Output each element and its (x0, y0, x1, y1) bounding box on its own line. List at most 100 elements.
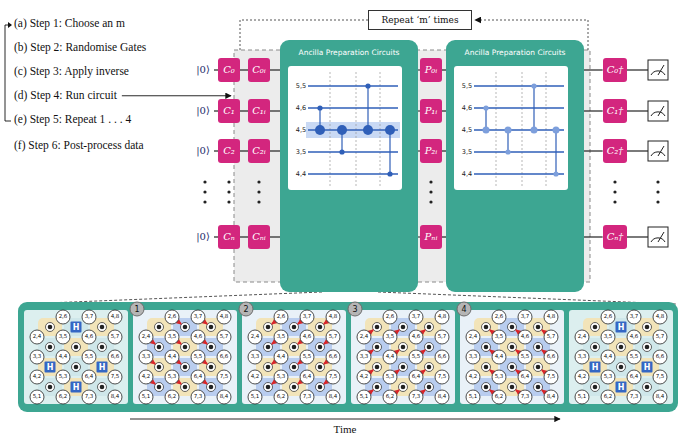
control-dot (483, 105, 488, 110)
circuit-wire (308, 85, 398, 86)
lattice-frame (569, 310, 673, 404)
qubit-label: 4,4 (495, 354, 504, 360)
ancilla-qubit (617, 363, 626, 372)
qubit-label: 3,3 (578, 354, 587, 360)
qubit-label: 4,6 (630, 334, 639, 340)
qubit-label: 4,2 (578, 374, 587, 380)
qubit-label: 5,3 (495, 374, 504, 380)
data-qubit (518, 350, 532, 364)
data-qubit (601, 310, 615, 324)
qubit-label: 5,5 (412, 354, 421, 360)
ellipsis-dot (656, 200, 659, 203)
data-qubit (601, 350, 615, 364)
qubit-label: 4,2 (251, 374, 260, 380)
ancilla-qubit (373, 383, 382, 392)
data-qubit (601, 330, 615, 344)
ancilla-dot (157, 325, 162, 330)
qubit-label: 3,5 (604, 334, 613, 340)
ancilla-qubit (316, 363, 325, 372)
cnot-arrow (542, 390, 545, 393)
ancilla-qubit (425, 383, 434, 392)
data-qubit (409, 370, 423, 384)
data-qubit (518, 390, 532, 404)
cnot-arrow (422, 330, 425, 333)
qubit-label: 6,2 (495, 394, 504, 400)
ancilla-qubit (207, 383, 216, 392)
ancilla-qubit (591, 343, 600, 352)
ancilla-qubit (46, 323, 55, 332)
ancilla-dot (484, 345, 489, 350)
qubit-label: 3,5 (59, 334, 68, 340)
step-bracket-head (8, 22, 12, 28)
ancilla-label: 4,5 (462, 127, 472, 134)
gate-box: Cₙᵢ (248, 225, 270, 249)
gate-box: C₀ᵢ (248, 58, 270, 82)
qubit-label: 7,5 (329, 374, 338, 380)
ancilla-qubit (155, 363, 164, 372)
qubit-label: 8,4 (438, 394, 447, 400)
data-qubit (139, 350, 153, 364)
ancilla-qubit (155, 343, 164, 352)
ancilla-dot (593, 325, 598, 330)
time-arrow (130, 419, 560, 420)
ket-label: |0⟩ (196, 65, 210, 75)
data-qubit (300, 390, 314, 404)
data-qubit (409, 310, 423, 324)
data-qubit (383, 370, 397, 384)
ancilla-qubit (534, 323, 543, 332)
data-qubit (653, 310, 667, 324)
data-qubit (248, 350, 262, 364)
cnot-arrow (272, 342, 275, 345)
cnot-arrow (324, 382, 327, 385)
ancilla-qubit (290, 323, 299, 332)
cnot-arrow (204, 322, 207, 325)
hadamard-gate: H (97, 362, 108, 373)
qubit-wire (584, 69, 603, 70)
qubit-label: 4,4 (386, 354, 395, 360)
meter-needle (658, 146, 664, 156)
data-qubit (248, 390, 262, 404)
ancilla-qubit (98, 343, 107, 352)
qubit-label: 5,7 (111, 334, 120, 340)
qubit-label: 3,7 (303, 314, 312, 320)
control-dot (553, 171, 558, 176)
ellipsis-dot (227, 200, 230, 203)
data-qubit (435, 390, 449, 404)
ancilla-dot (183, 385, 188, 390)
ancilla-dot (401, 365, 406, 370)
cnot-arrow (542, 350, 545, 353)
ancilla-qubit (399, 383, 408, 392)
cnot-arrow (490, 390, 493, 393)
qubit-label: 5,1 (469, 394, 478, 400)
data-qubit (435, 370, 449, 384)
ancilla-label: 4,4 (296, 171, 306, 178)
cnot-arrow (422, 370, 425, 373)
drawing (555, 130, 556, 174)
data-qubit (165, 310, 179, 324)
qubit-label: 5,5 (630, 354, 639, 360)
gate-label: C₁† (607, 106, 624, 116)
qubit-label: 2,6 (495, 314, 504, 320)
data-qubit (274, 310, 288, 324)
gate-label: Repeat ‘m’ times (381, 16, 458, 25)
lattice-frame (24, 310, 128, 404)
ancilla-dot (593, 345, 598, 350)
qubit-label: 5,1 (142, 394, 151, 400)
qubit-label: 5,7 (220, 334, 229, 340)
qubit-label: 3,3 (360, 354, 369, 360)
qubit-label: 6,4 (194, 374, 203, 380)
cnot-arrow (516, 370, 519, 373)
data-qubit (56, 370, 70, 384)
cnot-arrow (298, 342, 301, 345)
ancilla-dot (510, 325, 515, 330)
ancilla-qubit (534, 343, 543, 352)
cnot-arrow (490, 330, 493, 333)
control-dot (365, 83, 370, 88)
zoom-panel (18, 302, 678, 412)
data-qubit (409, 350, 423, 364)
ancilla-qubit (290, 343, 299, 352)
meter-needle (658, 106, 664, 116)
data-qubit (575, 350, 589, 364)
qubit-label: 7,5 (111, 374, 120, 380)
ellipsis-dot (257, 200, 260, 203)
